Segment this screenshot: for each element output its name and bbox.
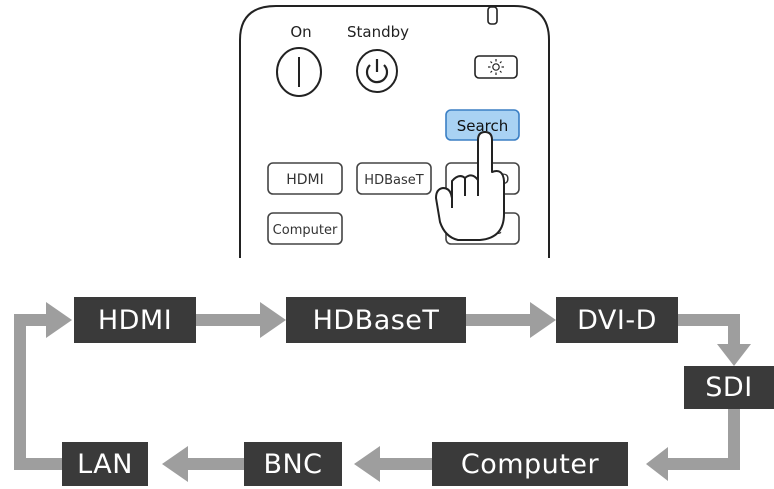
computer-button[interactable]: Computer <box>267 212 343 245</box>
brightness-button[interactable] <box>474 55 518 79</box>
standby-button[interactable] <box>356 49 398 93</box>
svg-text:HDMI: HDMI <box>286 172 324 188</box>
svg-text:Computer: Computer <box>273 223 338 238</box>
arrow-hdbaset-to-dvid <box>466 302 556 338</box>
svg-text:HDBaseT: HDBaseT <box>364 173 423 188</box>
hdmi-button[interactable]: HDMI <box>267 162 343 195</box>
arrow-hdmi-to-hdbaset <box>196 302 286 338</box>
remote-control: On Standby Search HD <box>239 5 550 258</box>
standby-power-icon <box>365 59 389 84</box>
pointing-hand-icon <box>435 131 505 241</box>
arrow-computer-to-bnc <box>354 446 432 482</box>
source-box-dvi-d: DVI-D <box>556 297 678 343</box>
search-button[interactable]: Search <box>445 109 520 141</box>
indicator-light <box>487 6 498 25</box>
arrow-bnc-to-lan <box>162 446 244 482</box>
power-on-button[interactable] <box>276 47 322 97</box>
source-box-hdmi: HDMI <box>74 297 196 343</box>
standby-label: Standby <box>347 23 409 41</box>
source-box-bnc: BNC <box>244 442 342 486</box>
source-box-hdbaset: HDBaseT <box>286 297 466 343</box>
source-box-computer: Computer <box>432 442 628 486</box>
hdbaset-button[interactable]: HDBaseT <box>356 162 432 195</box>
on-label: On <box>290 23 311 41</box>
svg-text:Search: Search <box>457 117 509 135</box>
arrow-sdi-to-computer <box>646 409 740 481</box>
source-box-lan: LAN <box>62 442 148 486</box>
arrow-dvid-to-sdi <box>678 314 751 366</box>
sun-icon <box>488 59 504 75</box>
arrow-lan-to-hdmi <box>14 302 72 470</box>
source-box-sdi: SDI <box>684 366 774 409</box>
